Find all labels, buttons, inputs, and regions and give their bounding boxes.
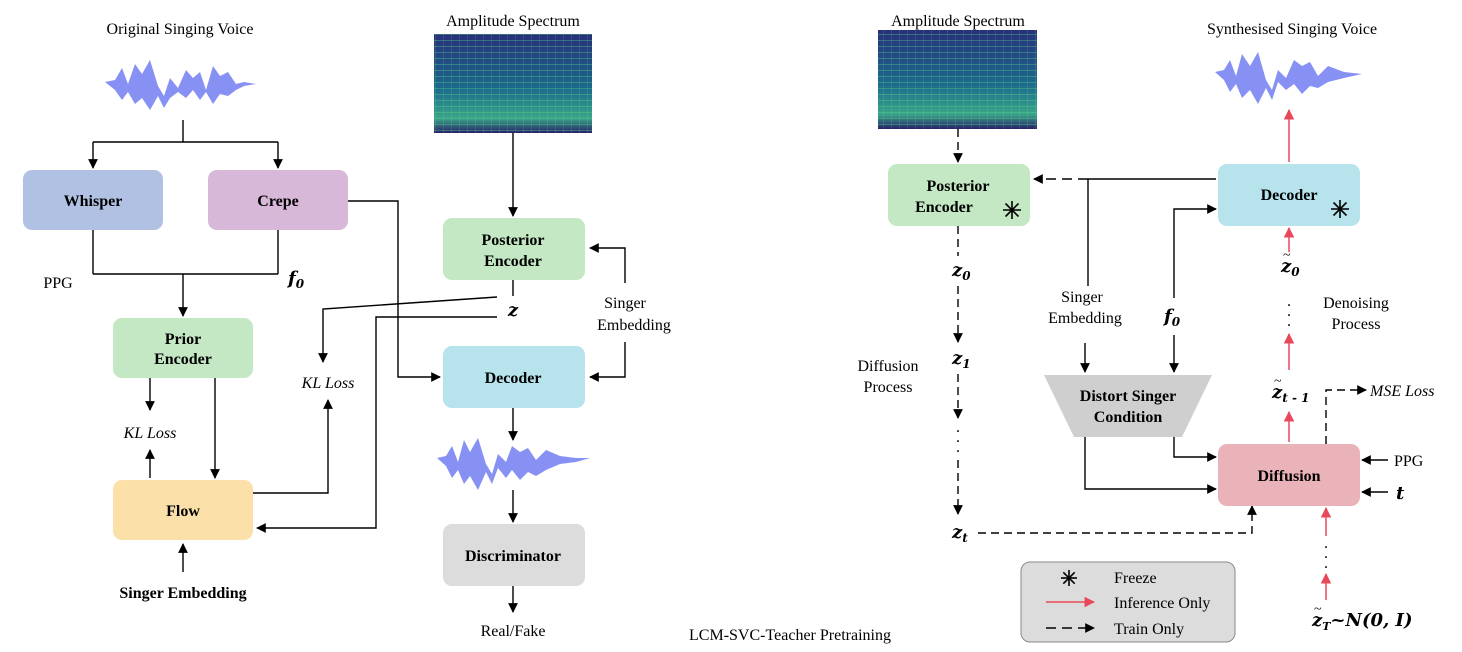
snowflake-icon — [1003, 201, 1021, 219]
whisper-label: Whisper — [64, 193, 123, 210]
diffusion-process-label-2: Process — [864, 379, 913, 396]
ppg-label-left: PPG — [43, 275, 73, 292]
legend-box — [1020, 561, 1236, 643]
diffusion-box — [1218, 444, 1360, 506]
legend-train-only: Train Only — [1114, 621, 1184, 638]
zt-label: zt — [951, 522, 968, 545]
legend-snowflake-icon — [1061, 570, 1077, 586]
singer-embedding-label-left: Singer — [604, 295, 646, 312]
kl-loss-left: KL Loss — [123, 425, 177, 442]
f0-label-left: f0 — [286, 268, 305, 291]
ellipsis-right-2: . — [1287, 303, 1291, 320]
z1-label: z1 — [951, 348, 971, 371]
t-label: t — [1396, 483, 1405, 504]
denoising-process-label-2: Process — [1332, 316, 1381, 333]
ellipsis-left-3: . — [956, 439, 960, 456]
ppg-label-right: PPG — [1394, 453, 1424, 470]
figure-title: LCM-SVC-Teacher Pretraining — [689, 627, 891, 644]
amplitude-spectrum-left-icon — [434, 34, 592, 133]
singer-embedding-label-left-2: Embedding — [597, 317, 671, 334]
kl-loss-right: KL Loss — [301, 375, 355, 392]
posterior-encoder-right-label: Posterior — [926, 178, 989, 195]
posterior-encoder-left-box — [443, 218, 585, 280]
decoder-right-box — [1218, 164, 1360, 226]
mse-loss-label: MSE Loss — [1369, 383, 1434, 400]
posterior-encoder-left-label: Posterior — [481, 232, 544, 249]
ellipsis-right-1: . — [1287, 293, 1291, 310]
posterior-encoder-left-label-2: Encoder — [484, 253, 542, 270]
diffusion-label: Diffusion — [1257, 468, 1320, 485]
decoder-right-label: Decoder — [1261, 187, 1318, 204]
singer-embedding-label-right-2: Embedding — [1048, 310, 1122, 327]
legend-inference-only: Inference Only — [1114, 595, 1210, 612]
singer-embedding-bottom: Singer Embedding — [119, 585, 246, 602]
ellipsis-bottom-1: . — [1324, 535, 1328, 552]
tilde-0: ~ — [1283, 248, 1291, 263]
z-tilde-t-minus-1-label: zt - 1 — [1271, 382, 1309, 405]
crepe-label: Crepe — [257, 193, 298, 210]
prior-encoder-label: Prior — [165, 331, 201, 348]
legend-freeze: Freeze — [1114, 570, 1157, 587]
denoising-process-label: Denoising — [1323, 295, 1389, 312]
posterior-encoder-right-label-2: Encoder — [915, 199, 973, 216]
distort-label: Distort Singer — [1080, 388, 1176, 405]
tilde-t1: ~ — [1274, 374, 1282, 389]
discriminator-box — [443, 524, 585, 586]
original-singing-voice-label: Original Singing Voice — [107, 21, 254, 38]
crepe-box — [208, 170, 348, 230]
tilde-T: ~ — [1314, 602, 1322, 617]
distort-label-2: Condition — [1094, 409, 1163, 426]
amp-spectrum-label-left: Amplitude Spectrum — [446, 13, 580, 30]
ellipsis-bottom-3: . — [1324, 555, 1328, 572]
distort-singer-condition-box — [1044, 375, 1212, 437]
posterior-encoder-right-box — [888, 164, 1030, 226]
singer-embedding-label-right: Singer — [1061, 289, 1103, 306]
real-fake-label: Real/Fake — [481, 623, 546, 640]
prior-encoder-label-2: Encoder — [154, 351, 212, 368]
flow-label: Flow — [166, 503, 200, 520]
decoder-left-label: Decoder — [485, 370, 542, 387]
z0-label: z0 — [951, 260, 971, 283]
discriminator-label: Discriminator — [465, 548, 561, 565]
synth-waveform-icon — [1215, 52, 1362, 104]
f0-label-right: f0 — [1162, 306, 1181, 329]
original-waveform-icon — [105, 60, 256, 110]
z-tilde-0-label: z0 — [1280, 256, 1300, 279]
flow-box — [113, 480, 253, 540]
ellipsis-bottom-2: . — [1324, 545, 1328, 562]
amp-spectrum-label-right: Amplitude Spectrum — [891, 13, 1025, 30]
ellipsis-left-2: . — [956, 429, 960, 446]
ellipsis-right-3: . — [1287, 313, 1291, 330]
z-tilde-T-label: zT~N(0, I) — [1311, 610, 1412, 633]
ellipsis-left-1: . — [956, 419, 960, 436]
amplitude-spectrum-right-icon — [878, 30, 1037, 129]
prior-encoder-box — [113, 318, 253, 378]
diffusion-process-label: Diffusion — [857, 358, 918, 375]
z-label-left: z — [507, 300, 519, 321]
generated-waveform-icon — [437, 438, 590, 490]
snowflake-icon-decoder — [1331, 200, 1349, 218]
decoder-left-box — [443, 346, 585, 408]
synth-voice-label: Synthesised Singing Voice — [1207, 21, 1377, 38]
whisper-box — [23, 170, 163, 230]
